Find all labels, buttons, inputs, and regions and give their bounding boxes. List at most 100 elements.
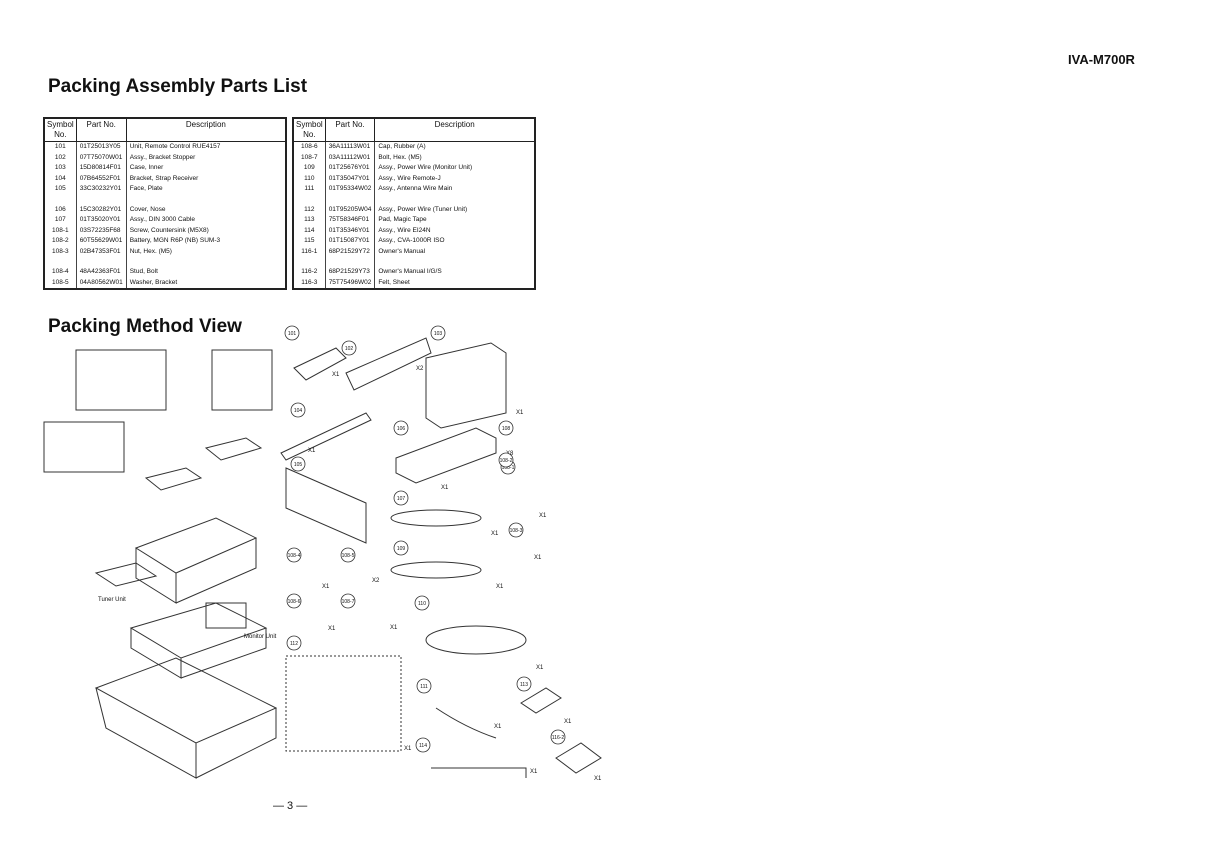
page-number: — 3 — [273,800,308,812]
callout-label: 108-7 [342,599,355,605]
cell-part: 15D80814F01 [75,163,127,174]
qty-label: X1 [328,626,336,632]
qty-label: X1 [564,719,572,725]
nose-cover-sketch [395,427,497,484]
cell-desc: Washer, Bracket [125,277,286,289]
cell-part: 68P21529Y73 [324,267,375,278]
cell-desc: Assy., Bracket Stopper [125,152,286,163]
callout-circle [340,593,356,609]
cell-sym: 116-1 [301,247,318,255]
col-part: Part No. [324,118,375,142]
callout-circle [393,420,409,436]
remote-wire-sketch [425,625,527,655]
callout-label: 104 [294,408,303,414]
cell-desc: Assy., Power Wire (Monitor Unit) [374,163,535,174]
callout-label: 108-4 [288,553,301,559]
cell-desc: Assy., DIN 3000 Cable [125,215,286,226]
cell-part: 02B47353F01 [75,246,127,257]
inner-case-right-sketch [425,342,507,429]
cell-desc: Bracket, Strap Receiver [125,173,286,184]
detail-sketch [43,421,125,473]
cell-desc: Case, Inner [125,163,286,174]
qty-label: X1 [322,584,330,590]
cell-sym: 108-1 [52,226,69,234]
cell-sym: 105 [54,185,66,192]
callout-label: 111 [420,684,428,690]
cell-sym: 110 [304,174,315,182]
model-number: IVA-M700R [1068,52,1135,67]
monitor-unit-sketch [205,602,247,629]
callout-circle [290,456,306,472]
face-plate-sketch [285,467,367,544]
cell-sym: 109 [303,164,315,171]
callout-label: 108-3 [510,528,523,534]
qty-label: X1 [594,776,602,782]
cell-sym: 108-3 [52,247,69,255]
cell-part: 48A42363F01 [75,267,127,278]
cell-part: 07T75070W01 [75,152,127,163]
monitor-tray-sketch [129,602,268,679]
cell-desc: Owner's Manual [374,246,535,257]
cell-sym: 114 [304,226,315,234]
cell-desc: Assy., Power Wire (Tuner Unit) [374,204,535,215]
callout-circle [393,540,409,556]
cell-sym: 116-2 [301,268,318,275]
callout-label: 108-6 [288,599,301,605]
callout-circle [516,676,532,692]
cell-part: 01T95205W04 [324,204,375,215]
callout-circle [284,325,300,341]
method-view-title: Packing Method View [48,316,242,337]
outer-box-sketch [94,657,278,779]
cell-sym: 112 [304,205,315,213]
cell-part: 75T58346F01 [324,215,375,226]
callout-circle [430,325,446,341]
parts-list-title: Packing Assembly Parts List [48,76,308,97]
tape-pad-sketch [520,687,562,714]
callout-circle [414,595,430,611]
cell-sym: 106 [54,205,66,213]
cell-sym: 101 [54,143,66,150]
cell-part: 75T75496W02 [324,277,375,289]
qty-label: X2 [416,366,424,372]
callout-circle [340,547,356,563]
callout-label: 101 [288,331,297,337]
cell-part: 36A11113W01 [324,141,375,153]
cell-part: 01T95334W02 [324,184,375,195]
cell-part: 01T25013Y05 [75,141,127,153]
callout-label: 109 [397,546,406,552]
wire-ei24n-sketch [431,767,527,778]
cell-sym: 104 [54,174,66,182]
callout-circle [498,452,514,468]
cell-sym: 102 [54,153,66,161]
cell-part: 68P21529Y72 [324,246,375,257]
callout-circle [416,678,432,694]
callout-label: 113 [520,682,528,688]
callout-label: 110 [418,601,426,607]
cell-sym: 111 [304,185,315,192]
cell-desc: Cover, Nose [125,204,286,215]
cell-desc: Battery, MGN R6P (NB) SUM-3 [125,236,286,247]
strap-bracket-sketch [280,412,372,461]
antenna-wire-sketch [435,707,497,739]
cell-desc: Assy., CVA-1000R ISO [374,236,535,247]
callout-label: 108-1 [502,465,515,471]
cell-part: 03A11112W01 [324,152,375,163]
cell-sym: 113 [304,216,315,223]
stopper-sketch [345,337,432,391]
cell-sym: 108-4 [52,268,69,275]
bracket-sketch [211,349,273,411]
